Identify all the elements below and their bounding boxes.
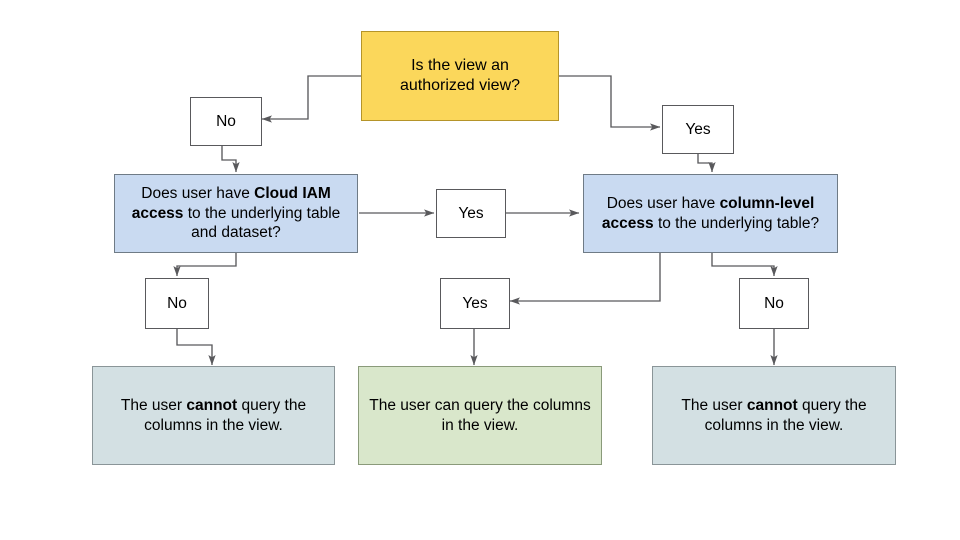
column-no-label: No — [764, 294, 784, 312]
node-column-level-question[interactable]: Does user have column-level access to th… — [583, 174, 838, 253]
column-yes-label: Yes — [462, 294, 488, 312]
result-right-text: The user cannot query the columns in the… — [681, 396, 867, 434]
node-result-can-query[interactable]: The user can query the columns in the vi… — [358, 366, 602, 465]
node-root-no-branch[interactable]: No — [190, 97, 262, 146]
node-result-cannot-query-right[interactable]: The user cannot query the columns in the… — [652, 366, 896, 465]
node-column-no-branch[interactable]: No — [739, 278, 809, 329]
root-no-label: No — [216, 112, 236, 130]
edge-root-to-yes — [558, 75, 661, 131]
edge-yes-to-column — [697, 154, 716, 173]
column-level-question-text: Does user have column-level access to th… — [601, 194, 820, 232]
edge-root-to-no — [261, 75, 361, 123]
node-cloud-iam-question[interactable]: Does user have Cloud IAM access to the u… — [114, 174, 358, 253]
edge-iam-to-no — [173, 253, 237, 277]
result-left-text: The user cannot query the columns in the… — [120, 396, 307, 434]
root-yes-label: Yes — [685, 120, 711, 138]
node-result-cannot-query-left[interactable]: The user cannot query the columns in the… — [92, 366, 335, 465]
iam-no-label: No — [167, 294, 187, 312]
edge-no-to-iam — [221, 146, 240, 173]
node-column-yes-branch[interactable]: Yes — [440, 278, 510, 329]
node-iam-yes-branch[interactable]: Yes — [436, 189, 506, 238]
result-middle-text: The user can query the columns in the vi… — [369, 396, 591, 434]
edge-column-to-no — [711, 253, 778, 277]
edge-no-to-result-left — [176, 329, 216, 366]
node-root-yes-branch[interactable]: Yes — [662, 105, 734, 154]
cloud-iam-question-text: Does user have Cloud IAM access to the u… — [131, 184, 341, 242]
iam-yes-label: Yes — [458, 204, 484, 222]
edge-column-to-yes — [509, 253, 661, 305]
node-iam-no-branch[interactable]: No — [145, 278, 209, 329]
